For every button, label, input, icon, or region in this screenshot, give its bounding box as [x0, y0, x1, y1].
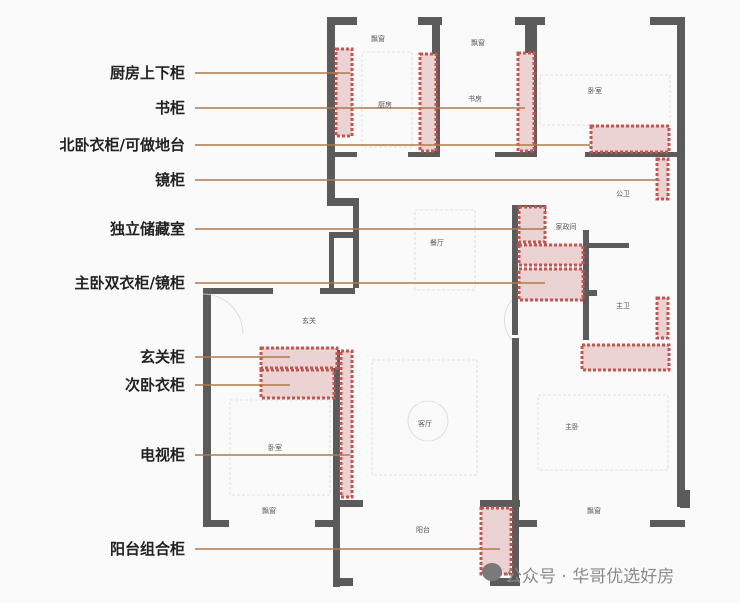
room-label-bay-window: 飘窗: [262, 507, 276, 515]
wechat-icon: [482, 563, 502, 581]
furniture-outlines: [202, 51, 671, 496]
room-label-utility: 家政间: [555, 223, 577, 231]
cabinet-label: 独立储藏室: [109, 220, 185, 238]
room-label-master-bath: 主卫: [616, 302, 630, 310]
room-label-bay-window: 飘窗: [471, 39, 485, 47]
room-label-kitchen: 厨房: [378, 101, 392, 109]
cabinet-label: 厨房上下柜: [109, 64, 185, 82]
room-label-public-bath: 公卫: [616, 190, 630, 198]
room-label-second-bedroom: 卧室: [268, 444, 282, 452]
cabinet-label: 镜柜: [154, 171, 185, 189]
cabinet-label: 书柜: [154, 99, 185, 117]
room-label-foyer: 玄关: [302, 317, 316, 325]
cabinet-label: 电视柜: [139, 446, 185, 464]
room-label-study: 书房: [468, 95, 482, 103]
room-label-living: 客厅: [418, 420, 432, 428]
room-label-bay-window: 飘窗: [587, 507, 601, 515]
cabinet-label: 主卧双衣柜/镜柜: [74, 274, 185, 292]
room-label-bay-window: 飘窗: [371, 35, 385, 43]
cabinet-label: 阳台组合柜: [109, 540, 185, 558]
cabinet-label: 次卧衣柜: [124, 376, 185, 394]
room-label-north-bedroom: 卧室: [588, 87, 602, 95]
cabinets: [259, 47, 671, 576]
cabinet-label: 北卧衣柜/可做地台: [59, 136, 185, 154]
room-label-dining: 餐厅: [430, 239, 444, 247]
watermark: 公众号 · 华哥优选好房: [505, 567, 675, 587]
room-label-master-bedroom: 主卧: [565, 423, 579, 431]
room-label-balcony: 阳台: [416, 526, 430, 534]
cabinet-label: 玄关柜: [139, 348, 185, 366]
leader-lines: [195, 72, 660, 550]
